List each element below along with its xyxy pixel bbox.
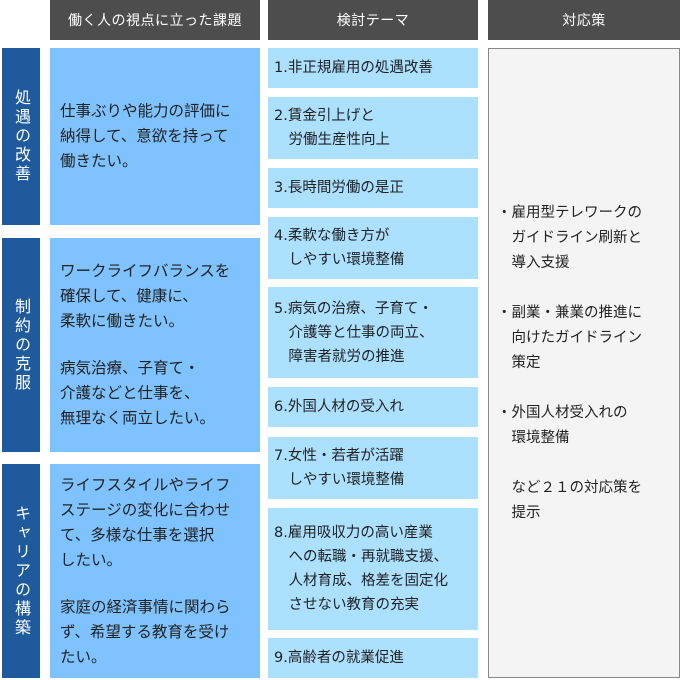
theme-5: 5.病気の治療、子育て・ 介護等と仕事の両立、 障害者就労の推進 <box>268 287 478 378</box>
issue-text: ワークライフバランスを 確保して、健康に、 柔軟に働きたい。 <box>60 262 231 330</box>
measures-box: ・雇用型テレワークの ガイドライン刷新と 導入支援 ・副業・兼業の推進に 向けた… <box>488 48 680 678</box>
header-measures: 対応策 <box>488 0 680 40</box>
section-label-constraints: 制約の克服 <box>2 238 40 452</box>
theme-2: 2.賃金引上げと 労働生産性向上 <box>268 97 478 159</box>
section-label-text: キャリアの構築 <box>12 504 31 638</box>
section-label-career: キャリアの構築 <box>2 464 40 678</box>
issue-text: 家庭の経済事情に関わら ず、希望する教育を受け たい。 <box>60 597 231 666</box>
theme-7: 7.女性・若者が活躍 しやすい環境整備 <box>268 437 478 499</box>
issue-box-constraints: ワークライフバランスを 確保して、健康に、 柔軟に働きたい。 病気治療、子育て・… <box>50 238 260 452</box>
measure-item: ・雇用型テレワークの ガイドライン刷新と 導入支援 <box>497 204 642 271</box>
issue-text: 仕事ぶりや能力の評価に 納得して、意欲を持って 働きたい。 <box>60 102 231 170</box>
measures-note: など２１の対応策を 提示 <box>511 479 642 521</box>
issue-text: ライフスタイルやライフ ステージの変化に合わせ て、多様な仕事を選択 したい。 <box>60 475 231 569</box>
theme-8: 8.雇用吸収力の高い産業 への転職・再就職支援、 人材育成、格差を固定化 させな… <box>268 508 478 630</box>
section-label-text: 処遇の改善 <box>12 89 31 184</box>
issue-box-treatment: 仕事ぶりや能力の評価に 納得して、意欲を持って 働きたい。 <box>50 48 260 225</box>
issue-text: 病気治療、子育て・ 介護などと仕事を、 無理なく両立したい。 <box>60 359 216 427</box>
measure-item: ・外国人材受入れの 環境整備 <box>497 404 628 446</box>
header-themes: 検討テーマ <box>268 0 478 40</box>
section-label-treatment: 処遇の改善 <box>2 48 40 225</box>
measure-item: ・副業・兼業の推進に 向けたガイドライン 策定 <box>497 304 642 371</box>
theme-6: 6.外国人材の受入れ <box>268 387 478 427</box>
section-label-text: 制約の克服 <box>12 297 31 393</box>
issue-box-career: ライフスタイルやライフ ステージの変化に合わせ て、多様な仕事を選択 したい。 … <box>50 464 260 678</box>
header-issues: 働く人の視点に立った課題 <box>50 0 260 40</box>
theme-3: 3.長時間労働の是正 <box>268 168 478 208</box>
theme-9: 9.高齢者の就業促進 <box>268 638 478 678</box>
theme-4: 4.柔軟な働き方が しやすい環境整備 <box>268 217 478 279</box>
theme-1: 1.非正規雇用の処遇改善 <box>268 48 478 88</box>
